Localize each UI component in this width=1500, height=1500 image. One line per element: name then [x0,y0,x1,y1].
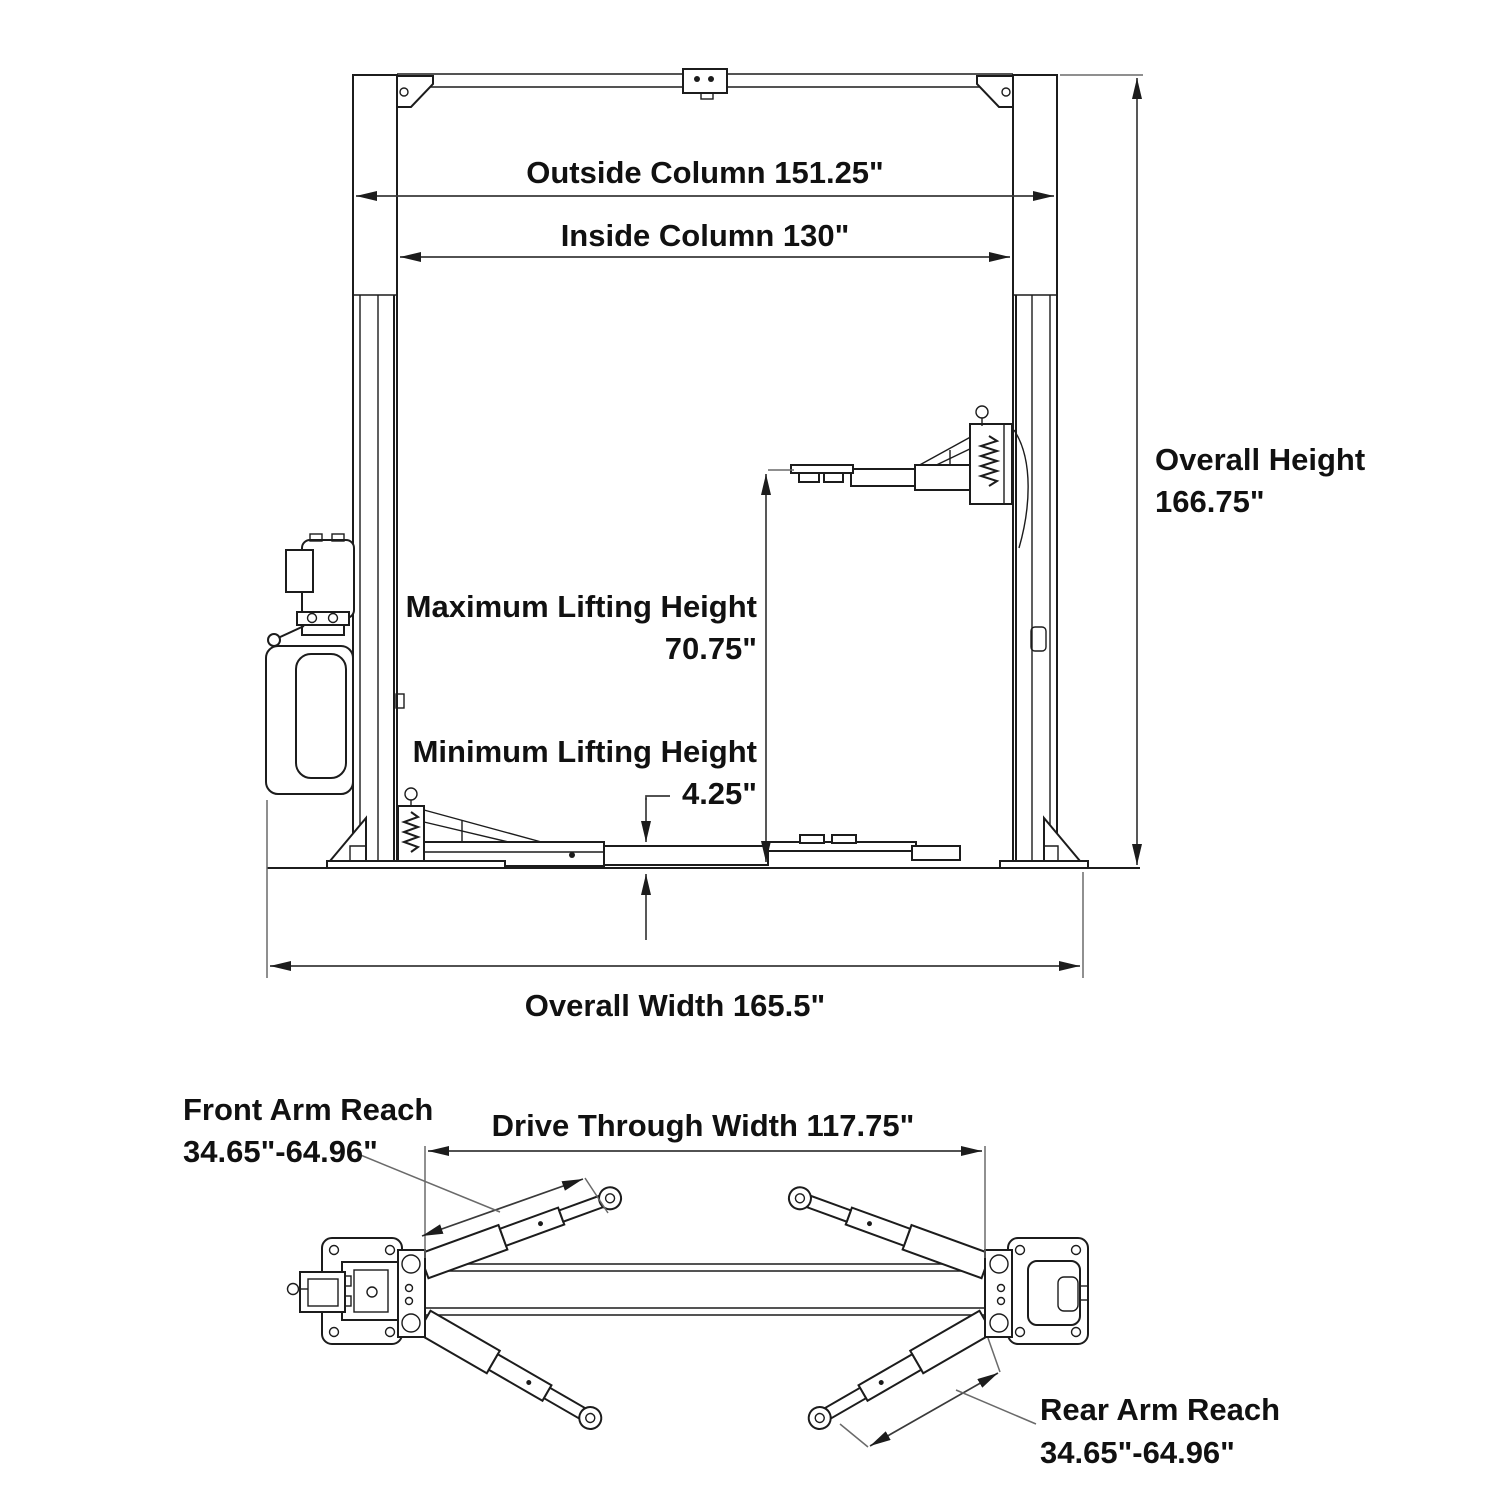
corner-gussets [396,75,1014,108]
reservoir-housing [265,645,354,795]
carriage-lock-tab [395,693,405,709]
front-arm-reach-dimension: Front Arm Reach 34.65"-64.96" [183,1092,609,1237]
safety-release-knob [404,787,418,801]
outside-column-dimension-label: Outside Column 151.25" [526,155,884,190]
lock-release-handle [1030,626,1047,652]
right-column [1012,74,1058,864]
arm-mid-section [850,468,916,487]
release-lever [277,625,305,639]
front-arm-reach-label: Front Arm Reach [183,1092,433,1127]
inside-column-dimension-label: Inside Column 130" [561,218,850,253]
right-lift-arm-max-height [790,405,1029,549]
rear-arm-reach-label: Rear Arm Reach [1040,1392,1280,1427]
outside-column-dimension: Outside Column 151.25" [356,155,1054,201]
left-column-plan [286,1237,426,1345]
min-lifting-height-value: 4.25" [682,776,757,811]
right-gusset-plate [976,75,1014,108]
right-lock-cover [1027,1260,1081,1326]
oil-reservoir-tank [295,653,347,779]
lift-carriage [969,423,1013,505]
left-base-gusset [327,815,367,862]
min-lifting-height-label: Minimum Lifting Height [413,734,757,769]
left-baseplate [326,860,506,869]
safety-release-knob [975,405,989,419]
lift-pad-plate [790,464,854,474]
max-lifting-height-value: 70.75" [665,631,757,666]
junction-box [285,549,314,593]
overall-height-dimension-value: 166.75" [1155,484,1265,519]
safety-spring [401,811,421,853]
overall-width-dimension: Overall Width 165.5" [266,800,1084,1023]
hydraulic-hose [1013,429,1029,549]
overall-width-dimension-label: Overall Width 165.5" [525,988,825,1023]
left-lift-arm-min-height [397,787,961,867]
rear-arm-reach-value: 34.65"-64.96" [1040,1435,1235,1470]
right-rear-arm [807,1309,994,1430]
left-gusset-plate [396,75,434,108]
arm-end-section [911,845,961,861]
inside-column-dimension: Inside Column 130" [400,218,1010,262]
top-crossbeam [397,68,1013,100]
right-front-arm [787,1186,992,1280]
right-baseplate [999,860,1089,869]
right-base-gusset [1043,815,1083,862]
min-lifting-height-dimension: Minimum Lifting Height 4.25" [413,734,757,940]
front-elevation-view: Outside Column 151.25" Inside Column 130… [265,68,1365,1023]
front-arm-reach-value: 34.65"-64.96" [183,1134,378,1169]
pump-collar [296,611,350,626]
left-rear-arm [416,1309,603,1430]
overall-height-dimension: Overall Height 166.75" [1060,74,1365,865]
max-lifting-height-label: Maximum Lifting Height [406,589,757,624]
left-column [352,74,405,864]
hydraulic-power-unit [265,533,355,795]
floor-and-baseplates [267,815,1140,869]
drive-through-width-dimension: Drive Through Width 117.75" [424,1108,986,1258]
overhead-beam-plan [425,1263,985,1316]
safety-spring [977,435,1001,487]
right-column-plan [984,1237,1089,1345]
rear-arm-reach-dimension: Rear Arm Reach 34.65"-64.96" [839,1337,1280,1470]
limit-switch-bolt [708,76,714,82]
overall-height-dimension-label: Overall Height [1155,442,1365,477]
drive-through-width-label: Drive Through Width 117.75" [492,1108,915,1143]
limit-switch-bolt [694,76,700,82]
arm-mid-section [603,845,769,866]
plan-view: Drive Through Width 117.75" Front Arm Re… [183,1092,1280,1470]
max-lifting-height-dimension: Maximum Lifting Height 70.75" [406,469,794,862]
